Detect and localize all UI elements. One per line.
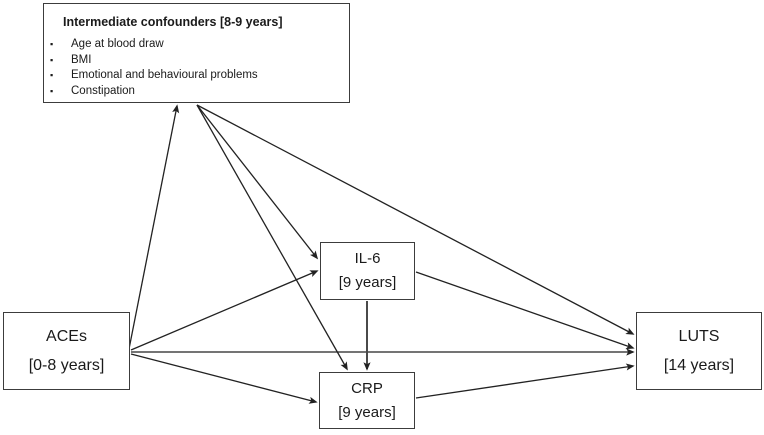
bullet-icon: ▪ xyxy=(50,85,54,96)
confounder-item-label: BMI xyxy=(71,53,92,66)
bullet-icon: ▪ xyxy=(50,39,54,49)
edge-confounders-to-il6 xyxy=(196,104,319,260)
node-luts: LUTS [14 years] xyxy=(636,312,762,390)
node-aces-label: ACEs xyxy=(46,328,87,345)
confounder-item: ▪ BMI xyxy=(44,53,341,69)
edge-confounders-to-crp xyxy=(196,104,348,371)
edge-il6-to-luts xyxy=(415,271,635,350)
confounder-item: ▪ Age at blood draw xyxy=(44,37,341,53)
edge-aces-to-confounders xyxy=(128,104,180,350)
confounder-item: ▪ Emotional and behavioural problems xyxy=(44,68,341,84)
node-il6: IL-6 [9 years] xyxy=(320,242,415,300)
node-intermediate-confounders: Intermediate confounders [8-9 years] ▪ A… xyxy=(43,3,350,103)
edge-aces-to-crp xyxy=(130,353,318,404)
node-luts-label: LUTS xyxy=(678,328,720,345)
confounder-item-label: Emotional and behavioural problems xyxy=(71,69,258,81)
bullet-icon: ▪ xyxy=(50,54,54,65)
confounder-item: ▪ Constipation xyxy=(44,84,341,100)
node-aces-timing: [0-8 years] xyxy=(28,357,105,374)
edge-confounders-to-luts xyxy=(196,104,635,335)
edge-aces-to-il6 xyxy=(130,270,319,351)
node-crp-label: CRP xyxy=(351,379,383,397)
node-crp: CRP [9 years] xyxy=(319,372,415,429)
confounder-item-label: Constipation xyxy=(71,84,135,97)
node-aces: ACEs [0-8 years] xyxy=(3,312,130,390)
node-luts-timing: [14 years] xyxy=(663,357,735,374)
node-il6-label: IL-6 xyxy=(354,250,381,267)
bullet-icon: ▪ xyxy=(50,70,54,80)
confounders-title: Intermediate confounders [8-9 years] xyxy=(63,15,283,29)
edge-crp-to-luts xyxy=(415,363,635,399)
node-crp-timing: [9 years] xyxy=(338,403,396,421)
confounder-item-label: Age at blood draw xyxy=(71,38,164,50)
node-il6-timing: [9 years] xyxy=(338,274,397,291)
